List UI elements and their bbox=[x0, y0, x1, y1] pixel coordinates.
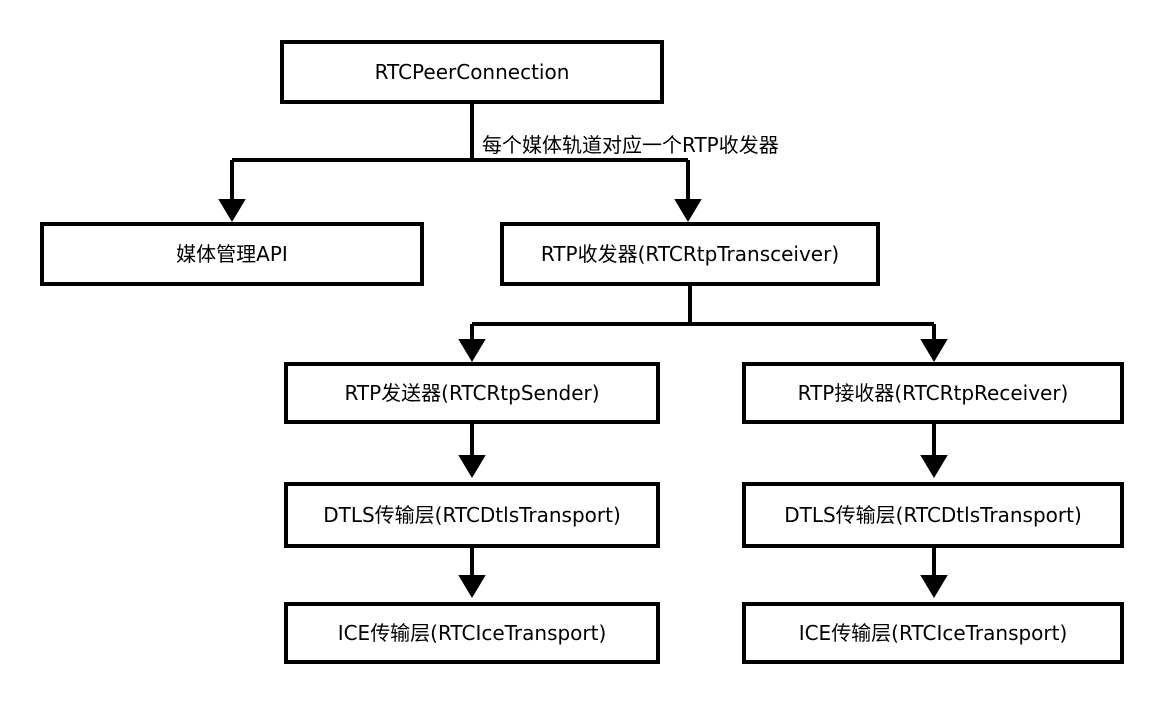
node-media-api: 媒体管理API bbox=[40, 222, 424, 286]
node-ice-right-label: ICE传输层(RTCIceTransport) bbox=[799, 621, 1068, 645]
node-dtls-right-box bbox=[742, 482, 1124, 548]
node-root-box bbox=[280, 40, 664, 104]
node-dtls-right: DTLS传输层(RTCDtlsTransport) bbox=[742, 482, 1124, 548]
node-root-label: RTCPeerConnection bbox=[375, 60, 570, 84]
arrowhead-dtls-right bbox=[920, 455, 948, 478]
node-receiver: RTP接收器(RTCRtpReceiver) bbox=[742, 362, 1124, 424]
edges bbox=[230, 102, 936, 582]
arrowhead-sender bbox=[458, 339, 486, 362]
node-dtls-right-label: DTLS传输层(RTCDtlsTransport) bbox=[784, 503, 1082, 527]
arrowhead-dtls-left bbox=[458, 455, 486, 478]
node-ice-right-box bbox=[742, 602, 1124, 664]
node-transceiver-box bbox=[500, 222, 880, 286]
arrowhead-ice-left bbox=[458, 575, 486, 598]
node-sender: RTP发送器(RTCRtpSender) bbox=[284, 362, 660, 424]
node-dtls-left-box bbox=[284, 482, 660, 548]
node-ice-left-label: ICE传输层(RTCIceTransport) bbox=[338, 621, 607, 645]
node-sender-label: RTP发送器(RTCRtpSender) bbox=[344, 381, 599, 405]
arrowheads bbox=[218, 199, 948, 598]
node-ice-right: ICE传输层(RTCIceTransport) bbox=[742, 602, 1124, 664]
node-transceiver: RTP收发器(RTCRtpTransceiver) bbox=[500, 222, 880, 286]
arrowhead-ice-right bbox=[920, 575, 948, 598]
node-root: RTCPeerConnection bbox=[280, 40, 664, 104]
edge-label-per-track: 每个媒体轨道对应一个RTP收发器 bbox=[482, 133, 779, 157]
node-ice-left-box bbox=[284, 602, 660, 664]
node-sender-box bbox=[284, 362, 660, 424]
arrowhead-receiver bbox=[920, 339, 948, 362]
arrowhead-media-api bbox=[218, 199, 246, 222]
node-dtls-left: DTLS传输层(RTCDtlsTransport) bbox=[284, 482, 660, 548]
arrowhead-transceiver bbox=[674, 199, 702, 222]
node-receiver-label: RTP接收器(RTCRtpReceiver) bbox=[798, 381, 1069, 405]
node-media-api-label: 媒体管理API bbox=[176, 242, 288, 266]
node-media-api-box bbox=[40, 222, 424, 286]
node-receiver-box bbox=[742, 362, 1124, 424]
node-dtls-left-label: DTLS传输层(RTCDtlsTransport) bbox=[323, 503, 621, 527]
node-transceiver-label: RTP收发器(RTCRtpTransceiver) bbox=[541, 242, 839, 266]
node-ice-left: ICE传输层(RTCIceTransport) bbox=[284, 602, 660, 664]
